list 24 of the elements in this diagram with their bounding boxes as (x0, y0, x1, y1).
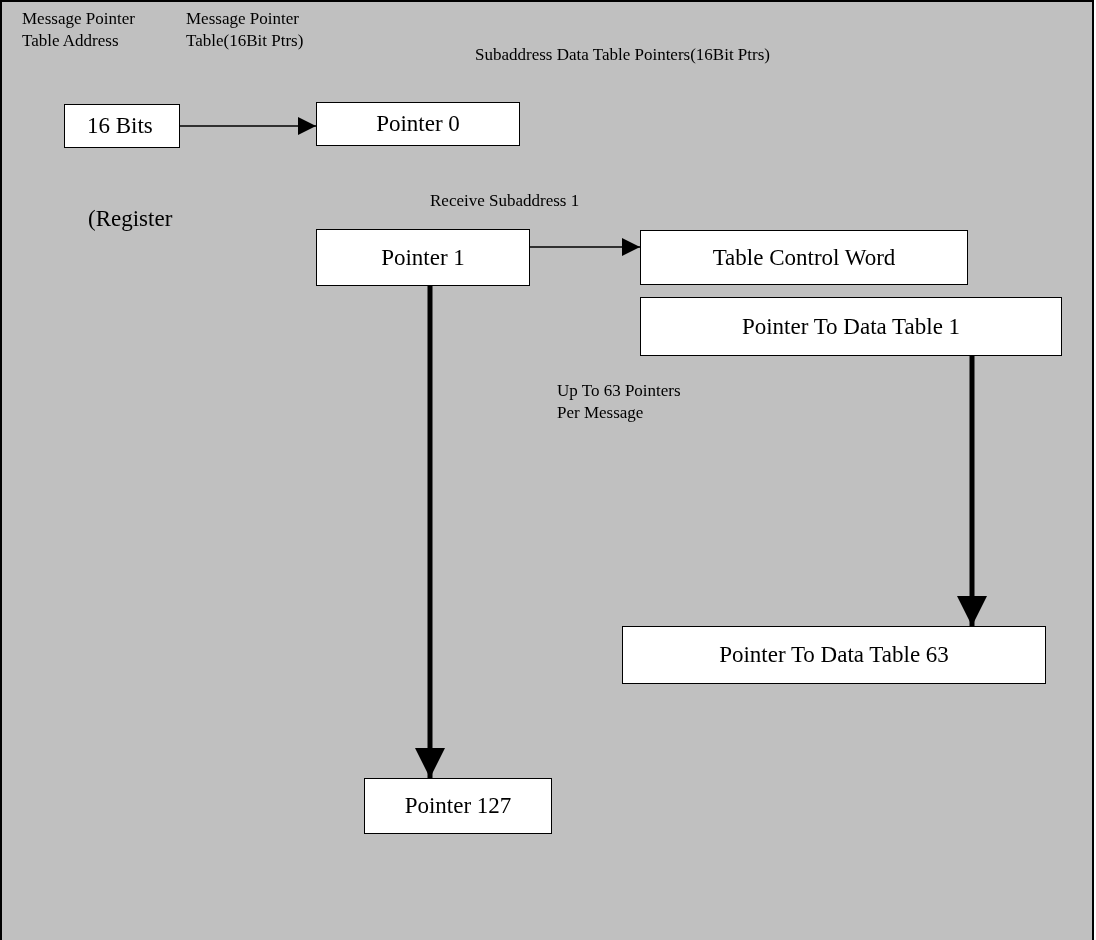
arrow (179, 117, 317, 135)
box-text: Pointer 1 (381, 244, 465, 271)
note-text: (Register (88, 205, 174, 233)
column-heading: Subaddress Data Table Pointers(16Bit Ptrs) (473, 44, 770, 66)
box-text: Pointer 0 (376, 111, 460, 137)
note-text: Up To 63 Pointers Per Message (557, 380, 682, 425)
pointer-box (316, 102, 520, 146)
pointer-box (64, 104, 180, 148)
arrow (415, 286, 445, 778)
note-text: Receive Subaddress 1 (430, 190, 581, 212)
box-text: Table Control Word (712, 244, 896, 271)
box-text: Pointer To Data Table 63 (719, 642, 949, 668)
box-text: 16 Bits (87, 113, 153, 139)
box-text: Pointer 127 (404, 793, 512, 819)
pointer-box (364, 778, 552, 834)
pointer-box (622, 626, 1046, 684)
pointer-box (640, 230, 968, 285)
column-heading: Message Pointer Table(16Bit Ptrs) (186, 8, 305, 53)
box-text: Pointer To Data Table 1 (741, 313, 961, 340)
arrow (529, 238, 641, 256)
pointer-box (316, 229, 530, 286)
column-heading: Message Pointer Table Address (22, 8, 136, 53)
pointer-box (640, 297, 1062, 356)
arrow (957, 356, 987, 626)
